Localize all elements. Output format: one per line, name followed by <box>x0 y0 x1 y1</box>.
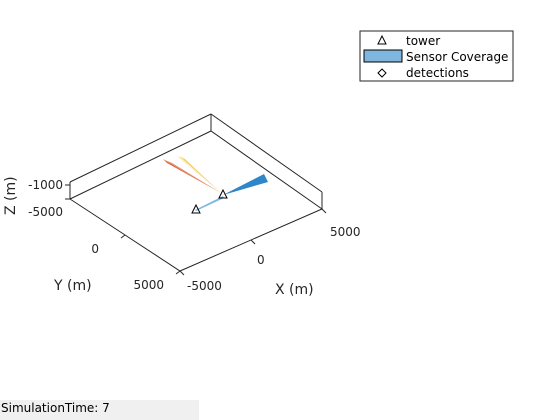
y-tick-label: 0 <box>91 242 99 256</box>
sensor-coverage-orange-face <box>165 160 221 193</box>
tick-labels: -1000 -5000 5000 0 -5000 0 5000 <box>28 178 360 293</box>
sensor-coverage-group <box>163 155 268 211</box>
sensor-coverage-orange <box>163 159 221 193</box>
sensor-coverage-blue-beam <box>195 196 224 211</box>
legend-entry-sensor-coverage: Sensor Coverage <box>363 49 508 64</box>
legend-label: Sensor Coverage <box>406 50 508 64</box>
x-axis-label: X (m) <box>275 282 314 298</box>
axes-box <box>68 113 324 272</box>
legend[interactable]: tower Sensor Coverage detections <box>359 30 514 82</box>
tower-marker <box>218 188 228 199</box>
z-axis-label: Z (m) <box>3 176 19 215</box>
axes-floor <box>68 130 324 272</box>
triangle-icon <box>377 34 387 45</box>
legend-entry-tower: tower <box>377 34 440 48</box>
sensor-coverage-yellow-face <box>179 156 221 193</box>
status-bar: SimulationTime: 7 <box>0 400 199 420</box>
tower-marker <box>191 203 201 214</box>
top-edge-left <box>69 113 212 183</box>
legend-label: detections <box>406 66 469 80</box>
tower-markers <box>191 188 228 214</box>
x-tick-label: 5000 <box>330 225 361 239</box>
x-tick-label: -5000 <box>187 279 222 293</box>
top-edge-right <box>210 113 323 193</box>
sensor-coverage-yellow <box>176 155 221 193</box>
simulation-time-label: SimulationTime: 7 <box>1 401 110 415</box>
x-tick-label: 0 <box>257 253 265 267</box>
legend-entry-detections: detections <box>377 66 469 80</box>
sensor-coverage-blue <box>223 174 268 195</box>
z-tick-label: -5000 <box>28 205 63 219</box>
y-tick-label: 5000 <box>133 278 164 292</box>
y-axis-label: Y (m) <box>53 278 92 294</box>
diamond-icon <box>377 68 387 78</box>
legend-patch <box>363 49 403 63</box>
tick-marks <box>65 184 327 276</box>
legend-label: tower <box>406 34 440 48</box>
z-tick-label: -1000 <box>28 178 63 192</box>
